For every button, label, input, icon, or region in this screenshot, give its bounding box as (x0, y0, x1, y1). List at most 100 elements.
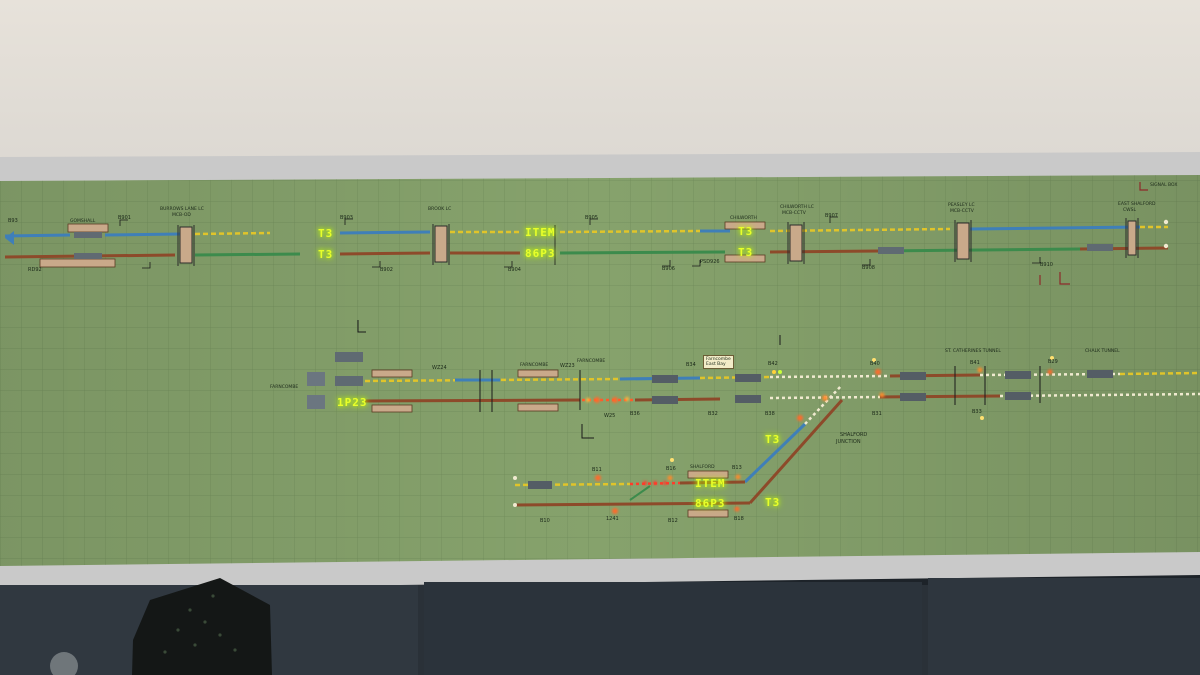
mid-down-line-brown-a (364, 398, 581, 403)
top-up-line-blue-e (969, 225, 1141, 231)
platform-mid-a (371, 369, 413, 378)
low-cross-line (629, 485, 651, 501)
entry-arrow-icon (5, 231, 14, 245)
track-block-a (74, 232, 102, 238)
junction-curve-brown (748, 399, 844, 504)
mid-track-block-b (652, 396, 678, 404)
foreground-equipment-dots (163, 594, 237, 654)
signal-top-9: B908 (862, 265, 875, 271)
signal-top-0: B93 (8, 218, 18, 224)
cabinet-panel-b (424, 582, 922, 675)
top-up-line-blue-b (104, 232, 181, 237)
signal-top-8: B906 (662, 266, 675, 272)
signal-mid-1: WZ23 (560, 363, 575, 369)
wall-background (0, 0, 1200, 170)
mid-up-line-yellow-c (1119, 371, 1200, 376)
label-st-catherines-tunnel: ST. CATHERINES TUNNEL (945, 348, 1001, 354)
top-up-line-yellow-d (769, 227, 951, 233)
low-end-marker-b (513, 503, 517, 507)
top-down-line-brown-b (339, 251, 431, 256)
farncombe-bay-b (307, 395, 325, 409)
farncombe-bay-a (307, 372, 325, 386)
label-top-right-box: SIGNAL BOX (1150, 182, 1177, 188)
label-gomshall: GOMSHALL (70, 218, 96, 224)
label-junction-line2: JUNCTION (835, 439, 861, 445)
label-shalford-station: SHALFORD (690, 464, 715, 470)
signal-top-10: B910 (1040, 262, 1053, 268)
mid-up-line-route-a (769, 374, 891, 379)
signal-top-3: B905 (585, 215, 598, 221)
farncombe-note-label: Farncombe East Bay (703, 355, 734, 369)
signal-top-7: B904 (508, 267, 521, 273)
signal-mid-6: B40 (870, 361, 880, 367)
signal-top-5: RD92 (28, 267, 42, 273)
signal-mid-5: B36 (630, 411, 640, 417)
label-peasley-code: MCB-CCTV (950, 208, 975, 214)
platform-gomshall-up (67, 223, 109, 233)
top-track-section (4, 182, 1169, 285)
label-east-shalford-code: CWSL (1123, 207, 1136, 213)
mid-track-block-f (900, 393, 926, 401)
mid-down-line-brown-c (879, 394, 1001, 399)
signal-low-0: B11 (592, 467, 602, 473)
label-brook: BROOK LC (428, 206, 451, 212)
mid-track-block-c (735, 374, 761, 382)
signal-mid-0: WZ24 (432, 365, 447, 371)
signal-lamps (585, 219, 1169, 514)
low-down-line-brown (514, 501, 751, 507)
signal-top-1: B901 (118, 215, 131, 221)
shalford-platform-down (687, 509, 729, 518)
signal-mid-9: B29 (1048, 359, 1058, 365)
signal-mid-3: B32 (708, 411, 718, 417)
mid-track-block-d (735, 395, 761, 403)
platform-chilworth-up (724, 221, 766, 230)
label-chilworth-code: MCB-CCTV (782, 210, 807, 216)
middle-track-section (307, 320, 1200, 504)
platform-gomshall-down (39, 258, 116, 268)
label-farncombe-mid: FARNCOMBE (520, 362, 548, 368)
platform-mid-b (371, 404, 413, 413)
label-peasley-lc: PEASLEY LC (948, 202, 975, 208)
track-block-b (74, 253, 102, 259)
platform-chilworth-down (724, 254, 766, 263)
mid-track-block-i (1087, 370, 1113, 378)
label-junction-line1: SHALFORD (840, 432, 867, 438)
top-up-line-blue-c (339, 230, 431, 235)
label-chilworth-lc: CHILWORTH LC (780, 204, 814, 210)
top-down-line-brown-d (769, 249, 881, 254)
signal-low-1: B16 (666, 466, 676, 472)
label-farncombe-right: FARNCOMBE (577, 358, 605, 364)
signal-mid-7: B42 (768, 361, 778, 367)
signal-mid-8: B41 (970, 360, 980, 366)
mid-track-block-e (900, 372, 926, 380)
mid-up-line-yellow-a (364, 377, 621, 383)
signal-mid-11: B33 (972, 409, 982, 415)
panel-shading (0, 175, 1200, 566)
level-crossing-brook (432, 224, 450, 265)
mid-track-block-a (652, 375, 678, 383)
signal-low-4: B12 (668, 518, 678, 524)
top-up-line-blue-a (4, 233, 71, 238)
signal-low-5: B18 (734, 516, 744, 522)
label-burrows-lane: BURROWS LANE LC (160, 206, 204, 212)
platform-mid-c (517, 369, 559, 378)
signal-mid-12: W25 (604, 413, 615, 419)
top-down-line-green-a (194, 252, 301, 257)
level-crossing-peasley (954, 220, 972, 262)
signal-top-2: B903 (340, 215, 353, 221)
signal-top-4: B907 (825, 213, 838, 219)
label-chalk-tunnel: CHALK TUNNEL (1085, 348, 1120, 354)
top-down-line-green-b (559, 250, 726, 255)
signal-low-3: B10 (540, 518, 550, 524)
signal-mid-4: B38 (765, 411, 775, 417)
note-line-1: Farncombe (706, 357, 731, 362)
track-block-d (1087, 244, 1113, 251)
junction-curve-blue (743, 422, 807, 484)
level-crossing-east-shalford (1125, 218, 1139, 258)
label-burrows-code: MCB-OD (172, 212, 191, 218)
note-line-2: East Bay (706, 362, 726, 367)
low-up-line-brown (679, 480, 746, 485)
mid-track-block-g (1005, 371, 1031, 379)
label-east-shalford: EAST SHALFORD (1118, 201, 1156, 207)
